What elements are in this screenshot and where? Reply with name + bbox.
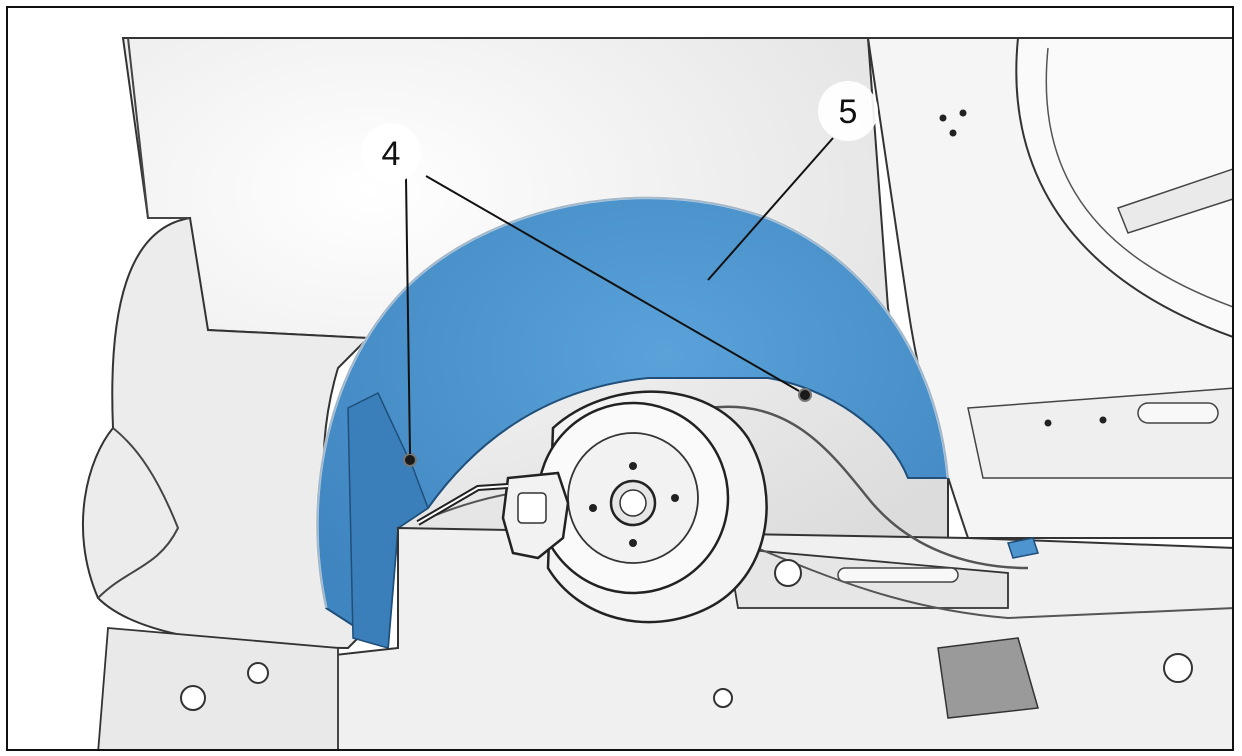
callout-4-halo: [361, 123, 421, 183]
door-inner-line: [1045, 47, 1232, 308]
pillar-hole: [959, 109, 967, 117]
leader-line-4-right: [425, 175, 800, 392]
liner-flange: [347, 391, 429, 649]
bushing: [774, 559, 802, 587]
bushing: [1163, 653, 1193, 683]
callout-4: 4: [382, 135, 401, 173]
leader-line-4-left: [405, 177, 411, 455]
pillar-hole: [949, 129, 957, 137]
bushing: [180, 685, 206, 711]
bushing: [713, 688, 733, 708]
pillar-hole: [939, 114, 947, 122]
sill-slot: [1137, 402, 1219, 424]
brake-disc: [536, 390, 768, 624]
callout-5: 5: [839, 93, 858, 131]
leader-line-5: [707, 137, 834, 281]
door-brace: [1117, 168, 1232, 234]
bushing: [247, 662, 269, 684]
door-opening: [1015, 37, 1232, 338]
caliper-window: [517, 492, 547, 524]
cable-connector: [1007, 537, 1039, 559]
bumper-crease: [127, 37, 190, 219]
brake-cable: [707, 405, 1029, 570]
sill-hole: [1044, 419, 1052, 427]
fastener-left: [403, 453, 417, 467]
bumper-lower-edge: [97, 427, 180, 599]
wheel-arch-diagram: 4 5: [81, 37, 1232, 749]
brake-hose-inner: [417, 485, 509, 524]
lower-exhaust: [937, 637, 1039, 719]
sill-hole: [1099, 416, 1107, 424]
arm-slot: [837, 567, 959, 583]
fastener-right: [798, 388, 812, 402]
tow-hook-area: [97, 627, 339, 749]
callout-5-halo: [818, 81, 878, 141]
liner-rim: [315, 196, 950, 609]
diagram-frame: 4 5: [6, 6, 1234, 751]
